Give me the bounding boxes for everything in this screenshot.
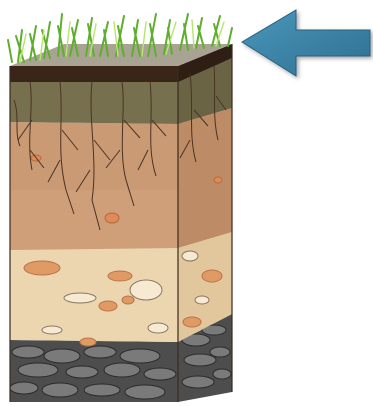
arrow-left-icon (242, 10, 370, 76)
subsoil-layer (10, 108, 232, 250)
